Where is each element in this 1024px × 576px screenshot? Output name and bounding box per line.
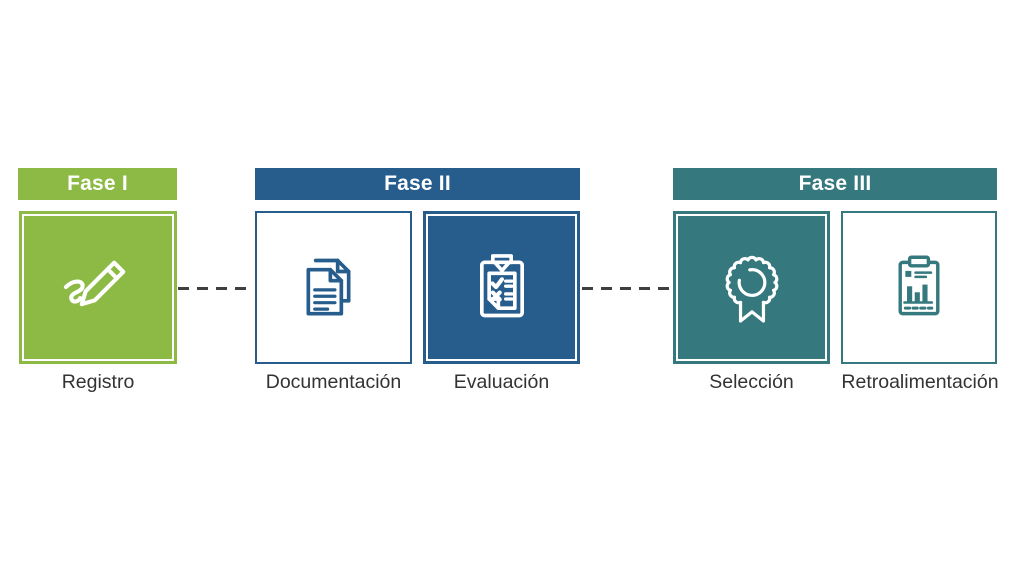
step-label-retroalimentacion: Retroalimentación: [841, 371, 999, 393]
step-box-registro: [19, 211, 177, 364]
step-box-retroalimentacion: [841, 211, 997, 364]
step-box-documentacion: [255, 211, 412, 364]
step-box-fill: [24, 216, 172, 359]
phase-header-label: Fase I: [67, 172, 128, 195]
signature-pen-icon: [63, 260, 126, 306]
documents-icon: [306, 258, 350, 315]
clipboard-chart-icon: [898, 255, 940, 315]
phase-header-label: Fase III: [798, 172, 872, 195]
step-label-documentacion: Documentación: [265, 371, 402, 393]
phase-header-fase-2: Fase II: [255, 168, 580, 200]
step-box-fill: [678, 216, 825, 359]
dashed-connector-2: [582, 287, 672, 290]
step-box-evaluacion: [423, 211, 580, 364]
dashed-connector-1: [178, 287, 254, 290]
step-box-fill: [428, 216, 575, 359]
clipboard-checklist-icon: [479, 253, 524, 317]
step-box-seleccion: [673, 211, 830, 364]
phase-header-fase-3: Fase III: [673, 168, 997, 200]
award-ribbon-icon: [725, 255, 778, 323]
step-label-registro: Registro: [61, 371, 135, 393]
step-label-evaluacion: Evaluación: [453, 371, 550, 393]
phase-header-fase-1: Fase I: [18, 168, 177, 200]
step-label-seleccion: Selección: [709, 371, 794, 393]
phase-header-label: Fase II: [384, 172, 451, 195]
